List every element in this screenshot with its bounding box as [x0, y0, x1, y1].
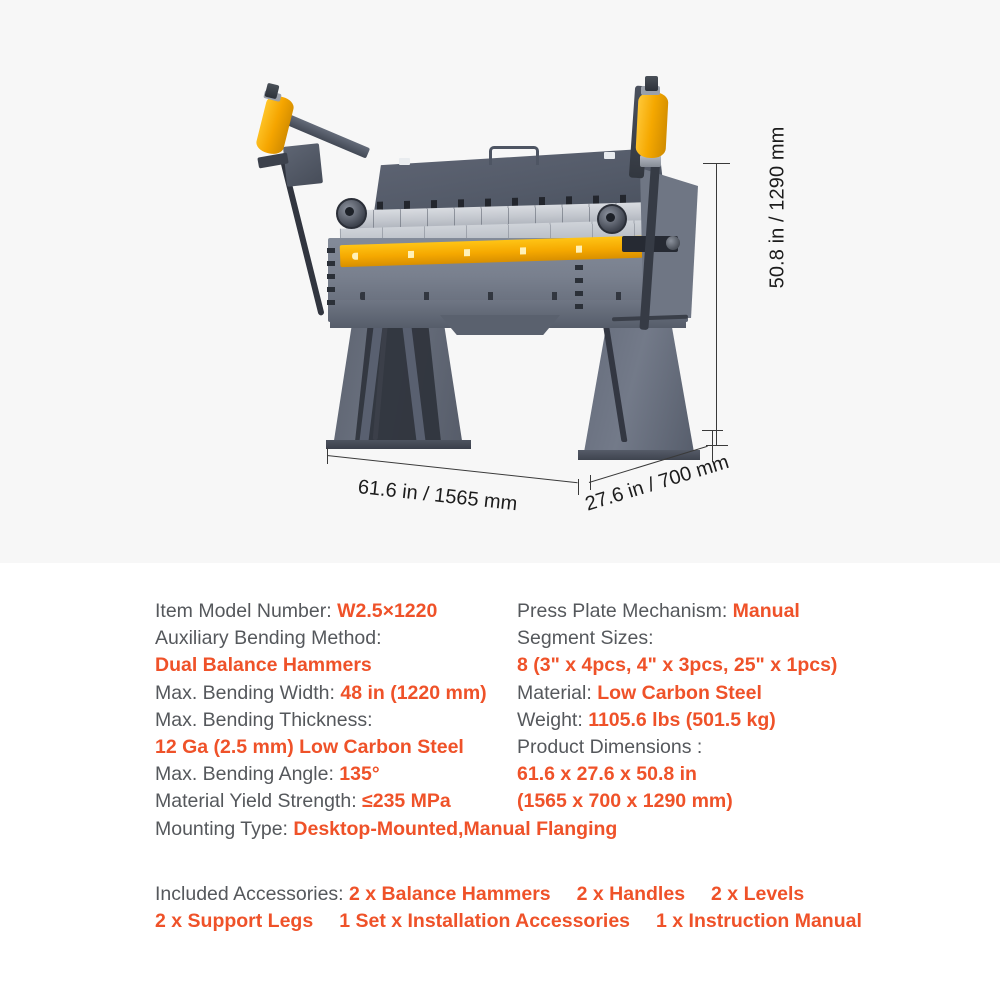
spec-left-row-4: Max. Bending Thickness: — [155, 707, 515, 734]
accessory-item-3: 2 x Support Legs — [155, 910, 314, 932]
spec-left-label-0: Item Model Number: — [155, 600, 338, 622]
accessory-item-2: 2 x Levels — [711, 883, 805, 905]
left-pivot-center — [345, 207, 354, 216]
height-dimension-label: 50.8 in / 1290 mm — [766, 126, 789, 289]
right-leg-foot-plate — [578, 450, 700, 460]
product-image-panel: 50.8 in / 1290 mm 61.6 in / 1565 mm 27.6… — [254, 76, 789, 516]
spec-left-row-7: Material Yield Strength: ≤235 MPa — [155, 788, 515, 815]
included-accessories-label: Included Accessories: — [155, 883, 350, 905]
height-dimension-cap-top — [703, 163, 730, 164]
lifting-handle — [489, 146, 539, 165]
included-accessories-row-2: 2 x Support Legs 1 Set x Installation Acc… — [155, 908, 862, 935]
right-hammer-cap — [645, 76, 658, 91]
spec-left-value-6: 135° — [339, 763, 380, 786]
spec-right-row-1: Segment Sizes: — [517, 625, 857, 652]
spec-right-value-3: Low Carbon Steel — [597, 681, 762, 704]
spec-right-value-4: 1105.6 lbs (501.5 kg) — [588, 708, 776, 731]
width-dimension-cap-left — [327, 448, 328, 464]
height-dimension-cap-bottom — [706, 445, 728, 446]
accessory-item-1: 2 x Handles — [576, 883, 686, 905]
spec-left-label-3: Max. Bending Width: — [155, 681, 341, 704]
spec-left-label-4: Max. Bending Thickness: — [155, 708, 373, 731]
spec-left-row-0: Item Model Number: W2.5×1220 — [155, 598, 515, 625]
box-and-pan-brake-machine — [254, 76, 700, 460]
depth-dimension-cap-left — [590, 475, 591, 490]
spec-left-row-3: Max. Bending Width: 48 in (1220 mm) — [155, 680, 515, 707]
right-pivot-center — [606, 213, 615, 222]
spec-right-label-0: Press Plate Mechanism: — [517, 600, 733, 622]
spec-right-label-4: Weight: — [517, 708, 589, 731]
body-bolt-row — [360, 292, 660, 300]
spec-right-row-5: Product Dimensions : — [517, 734, 857, 761]
spec-right-label-5: Product Dimensions : — [517, 736, 703, 759]
spec-right-row-3: Material: Low Carbon Steel — [517, 680, 857, 707]
machine-body-notch — [440, 315, 560, 335]
right-support-leg — [583, 318, 695, 458]
spec-left-label-6: Max. Bending Angle: — [155, 763, 340, 786]
spec-left-value-0: W2.5×1220 — [337, 600, 438, 622]
height-dimension-line — [716, 163, 717, 445]
left-leg-foot-plate — [326, 440, 471, 449]
left-label-tag — [399, 158, 410, 165]
spec-right-value-2: 8 (3" x 4pcs, 4" x 3pcs, 25" x 1pcs) — [517, 654, 838, 677]
depth-dimension-cap-right — [712, 447, 713, 462]
spec-left-row-8: Mounting Type: Desktop-Mounted,Manual Fl… — [155, 816, 617, 843]
spec-left-value-7: ≤235 MPa — [362, 790, 451, 813]
spec-left-value-8: Desktop-Mounted,Manual Flanging — [293, 817, 618, 840]
spec-right-row-4: Weight: 1105.6 lbs (501.5 kg) — [517, 707, 857, 734]
left-arm-paddle — [283, 143, 323, 187]
right-balance-hammer — [635, 91, 669, 159]
spec-left-value-5: 12 Ga (2.5 mm) Low Carbon Steel — [155, 736, 464, 759]
adjustment-knob — [666, 236, 680, 250]
spec-left-value-2: Dual Balance Hammers — [155, 654, 372, 677]
spec-left-label-7: Material Yield Strength: — [155, 790, 363, 813]
spec-left-row-1: Auxiliary Bending Method: — [155, 625, 515, 652]
spec-right-value-6: 61.6 x 27.6 x 50.8 in — [517, 763, 697, 786]
accessory-item-0: 2 x Balance Hammers — [349, 883, 551, 905]
spec-left-value-3: 48 in (1220 mm) — [340, 681, 487, 704]
spec-right-label-1: Segment Sizes: — [517, 627, 654, 650]
accessory-item-5: 1 x Instruction Manual — [656, 910, 862, 932]
included-accessories-row-1: Included Accessories: 2 x Balance Hammer… — [155, 881, 855, 908]
spec-left-label-8: Mounting Type: — [155, 817, 294, 840]
width-dimension-cap-right — [578, 479, 579, 495]
accessory-item-4: 1 Set x Installation Accessories — [339, 910, 631, 932]
spec-right-row-0: Press Plate Mechanism: Manual — [517, 598, 857, 625]
depth-dimension-riser-cap — [702, 430, 723, 431]
right-label-tag — [604, 152, 615, 159]
spec-right-value-0: Manual — [732, 600, 800, 622]
right-hammer-collar — [640, 155, 661, 167]
spec-right-value-7: (1565 x 700 x 1290 mm) — [517, 790, 733, 813]
spec-left-label-1: Auxiliary Bending Method: — [155, 627, 382, 650]
right-bolt-column — [575, 252, 583, 314]
depth-dimension-riser — [712, 430, 713, 454]
spec-right-label-3: Material: — [517, 681, 598, 704]
left-bolt-column — [327, 248, 335, 308]
spec-left-row-6: Max. Bending Angle: 135° — [155, 761, 515, 788]
